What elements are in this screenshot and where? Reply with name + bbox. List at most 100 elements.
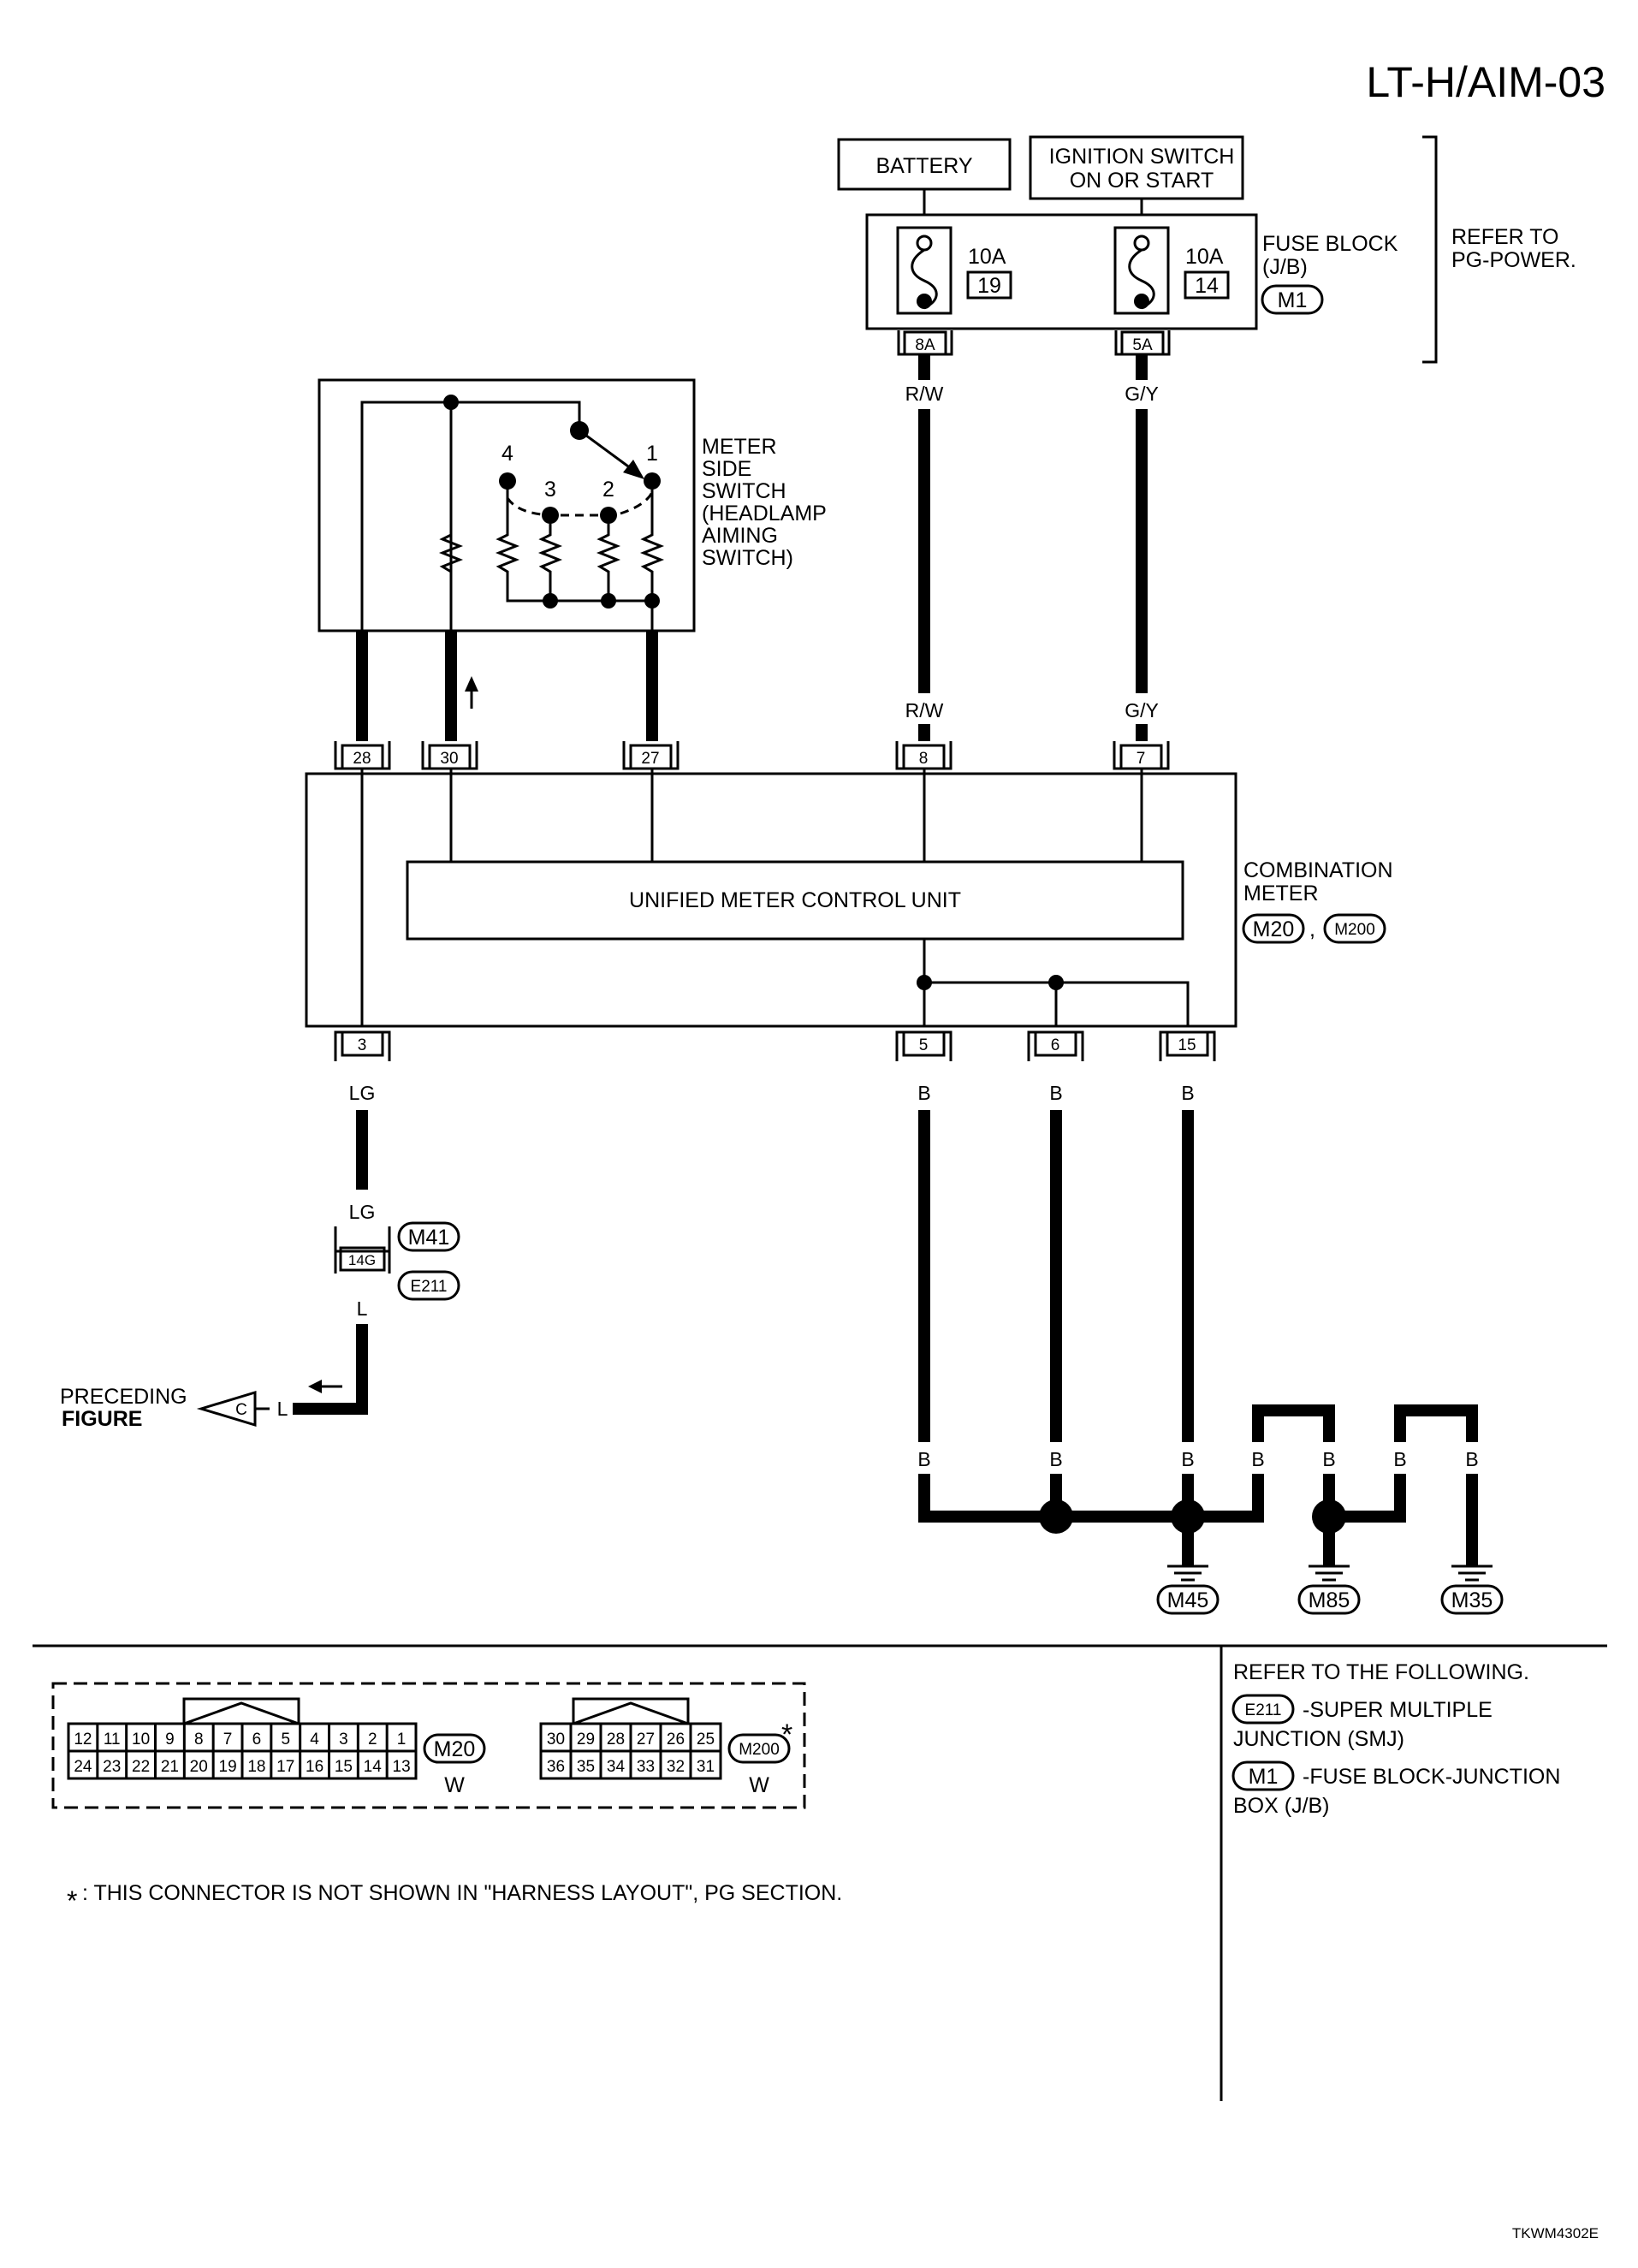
refer-connector-e211: E211 [1231,1694,1295,1725]
unified-meter-control-unit-label: UNIFIED METER CONTROL UNIT [629,888,961,912]
svg-text:M20: M20 [434,1737,476,1761]
pin-3: 3 [334,1030,391,1061]
switch-pos-4: 4 [501,442,513,466]
refer-pg-line1: REFER TO [1451,225,1559,249]
m20-pin-16: 16 [306,1758,323,1776]
svg-text:B: B [917,1082,930,1104]
m20-pin-8: 8 [194,1731,204,1748]
m20-pin-24: 24 [74,1758,92,1776]
combination-meter-separator: , [1309,917,1315,941]
pin-27: 27 [622,741,680,770]
footnote-text: : THIS CONNECTOR IS NOT SHOWN IN "HARNES… [82,1881,842,1905]
joint-connector-m41: M41 [397,1221,460,1252]
svg-text:M41: M41 [408,1226,450,1250]
terminal-8a: 8A [897,330,953,356]
ground-wires: B B B B B B B B B B [917,1082,1479,1566]
ground-m85: M85 [1297,1564,1361,1615]
switch-pos-2: 2 [602,478,614,502]
svg-text:M45: M45 [1167,1588,1209,1612]
combination-meter-label-line2: METER [1243,882,1319,905]
svg-text:SWITCH): SWITCH) [702,546,793,570]
svg-text:B: B [1465,1448,1478,1470]
refer-item1-line1: -SUPER MULTIPLE [1303,1698,1493,1722]
m200-asterisk: * [781,1719,792,1751]
svg-text:M85: M85 [1309,1588,1350,1612]
m20-pin-4: 4 [310,1731,319,1748]
svg-text:B: B [1049,1448,1062,1470]
svg-text:M1: M1 [1278,288,1308,312]
combination-meter-connector-m200: M200 [1323,913,1386,944]
svg-text:8A: 8A [915,336,935,354]
m20-pin-19: 19 [219,1758,237,1776]
svg-text:B: B [1181,1082,1194,1104]
svg-text:M20: M20 [1253,917,1295,941]
refer-heading: REFER TO THE FOLLOWING. [1233,1660,1529,1684]
pin-7: 7 [1113,741,1170,770]
m20-pin-2: 2 [368,1731,377,1748]
m20-pin-23: 23 [103,1758,121,1776]
fuse-block: 10A 19 10A 14 [865,213,1258,330]
m20-pin-1: 1 [397,1731,407,1748]
combination-meter-label-line1: COMBINATION [1243,858,1393,882]
pin-15: 15 [1159,1030,1216,1061]
meter-bottom-pins: 3 5 6 15 [334,1030,1216,1061]
svg-text:7: 7 [1137,750,1146,768]
switch-pos-3: 3 [544,478,556,502]
m200-pin-26: 26 [667,1731,685,1748]
m20-pin-22: 22 [132,1758,150,1776]
fuse-block-label-line1: FUSE BLOCK [1262,232,1398,256]
pin-8: 8 [895,741,953,770]
svg-text:B: B [1322,1448,1335,1470]
signal-arrow [465,676,478,709]
unified-meter-control-unit [406,860,1184,941]
preceding-figure-line1: PRECEDING [60,1385,187,1409]
ground-m45: M45 [1156,1564,1220,1615]
combination-meter-connector-m20: M20 [1242,913,1305,944]
m200-pin-36: 36 [547,1758,565,1776]
refer-item2-line1: -FUSE BLOCK-JUNCTION [1303,1765,1560,1789]
m200-pin-25: 25 [697,1731,715,1748]
svg-text:M200: M200 [739,1741,780,1759]
switch-pos-1: 1 [646,442,658,466]
combination-meter: UNIFIED METER CONTROL UNIT [305,769,1237,1028]
wire-l-label-horizontal: L [277,1398,288,1420]
m200-pin-34: 34 [607,1758,626,1776]
m20-pin-20: 20 [190,1758,208,1776]
wire-gy-label-bottom: G/Y [1125,699,1159,721]
pin-6: 6 [1027,1030,1084,1061]
preceding-figure-line2: FIGURE [62,1407,142,1431]
page-code: LT-H/AIM-03 [1366,58,1605,106]
m20-pin-14: 14 [364,1758,383,1776]
svg-text:METER: METER [702,435,777,459]
refer-item1-line2: JUNCTION (SMJ) [1233,1727,1404,1751]
wire-lg-label-top: LG [349,1082,376,1104]
m20-pin-11: 11 [104,1731,121,1748]
ignition-label-line1: IGNITION SWITCH [1049,145,1235,169]
m20-pin-12: 12 [74,1731,92,1748]
m200-pin-31: 31 [697,1758,715,1776]
svg-text:5: 5 [919,1036,929,1054]
refer-pg-line2: PG-POWER. [1451,248,1576,272]
direction-arrow-left [308,1380,342,1393]
svg-text:E211: E211 [1245,1701,1282,1719]
connector-views-frame [51,1682,806,1809]
refer-connector-m1: M1 [1231,1760,1295,1791]
m200-pin-33: 33 [637,1758,655,1776]
svg-text:15: 15 [1178,1036,1196,1054]
footnote-star: * [67,1885,77,1916]
fuse-14-number: 14 [1195,274,1219,298]
svg-text:M35: M35 [1451,1588,1493,1612]
terminal-5a: 5A [1114,330,1171,356]
m200-pin-27: 27 [637,1731,655,1748]
m20-pin-7: 7 [223,1731,233,1748]
svg-text:(HEADLAMP: (HEADLAMP [702,502,827,525]
svg-text:5A: 5A [1132,336,1153,354]
m200-pin-32: 32 [667,1758,685,1776]
preceding-figure-ref: C [196,1390,270,1428]
svg-text:E211: E211 [411,1278,448,1296]
wire-rw-label-top: R/W [905,383,944,405]
m20-pin-13: 13 [393,1758,411,1776]
svg-text:SWITCH: SWITCH [702,479,786,503]
